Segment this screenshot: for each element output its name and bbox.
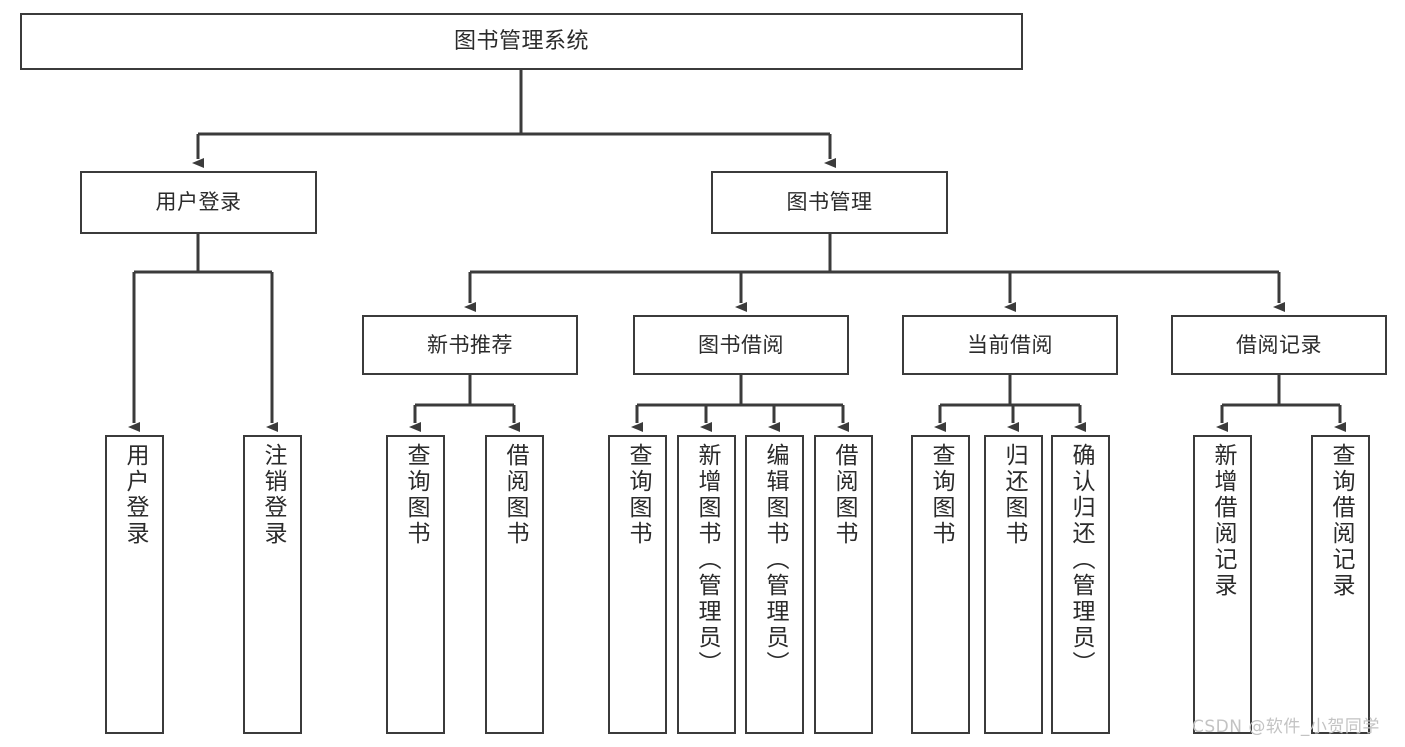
node-label: 查询图书 (403, 443, 429, 547)
node-current-borrow[interactable]: 当前借阅 (902, 315, 1118, 375)
node-label: 用户登录 (122, 443, 148, 547)
node-borrow-record[interactable]: 借阅记录 (1171, 315, 1387, 375)
node-leaf-add-book[interactable]: 新增图书（管理员） (677, 435, 736, 734)
node-label: 当前借阅 (967, 332, 1053, 357)
node-leaf-user-logout[interactable]: 注销登录 (243, 435, 302, 734)
node-book-manage[interactable]: 图书管理 (711, 171, 948, 234)
node-label: 归还图书 (1001, 443, 1027, 547)
node-label: 借阅图书 (831, 443, 857, 547)
node-label: 用户登录 (155, 190, 242, 215)
node-book-borrow[interactable]: 图书借阅 (633, 315, 849, 375)
node-leaf-confirm-return[interactable]: 确认归还（管理员） (1051, 435, 1110, 734)
node-label: 查询图书 (625, 443, 651, 547)
node-root[interactable]: 图书管理系统 (20, 13, 1023, 70)
node-label: 注销登录 (260, 443, 286, 547)
node-leaf-add-record[interactable]: 新增借阅记录 (1193, 435, 1252, 734)
node-label: 图书管理系统 (453, 28, 589, 54)
node-label: 新增借阅记录 (1210, 443, 1236, 599)
node-user-login[interactable]: 用户登录 (80, 171, 317, 234)
node-label: 确认归还（管理员） (1068, 443, 1094, 677)
node-label: 借阅记录 (1236, 332, 1322, 357)
node-label: 查询图书 (928, 443, 954, 547)
node-leaf-borrow-book-2[interactable]: 借阅图书 (814, 435, 873, 734)
node-label: 图书借阅 (698, 332, 784, 357)
node-label: 查询借阅记录 (1328, 443, 1354, 599)
node-label: 借阅图书 (502, 443, 528, 547)
node-label: 新增图书（管理员） (694, 443, 720, 677)
csdn-watermark: CSDN @软件_小贺同学 (1192, 717, 1380, 737)
node-label: 编辑图书（管理员） (762, 443, 788, 677)
node-leaf-query-record[interactable]: 查询借阅记录 (1311, 435, 1370, 734)
node-leaf-return-book[interactable]: 归还图书 (984, 435, 1043, 734)
node-leaf-query-book-2[interactable]: 查询图书 (608, 435, 667, 734)
node-leaf-query-book-1[interactable]: 查询图书 (386, 435, 445, 734)
node-leaf-user-login[interactable]: 用户登录 (105, 435, 164, 734)
node-label: 图书管理 (786, 190, 873, 215)
node-leaf-edit-book[interactable]: 编辑图书（管理员） (745, 435, 804, 734)
node-new-book-rec[interactable]: 新书推荐 (362, 315, 578, 375)
node-label: 新书推荐 (427, 332, 513, 357)
node-leaf-query-book-3[interactable]: 查询图书 (911, 435, 970, 734)
node-leaf-borrow-book-1[interactable]: 借阅图书 (485, 435, 544, 734)
